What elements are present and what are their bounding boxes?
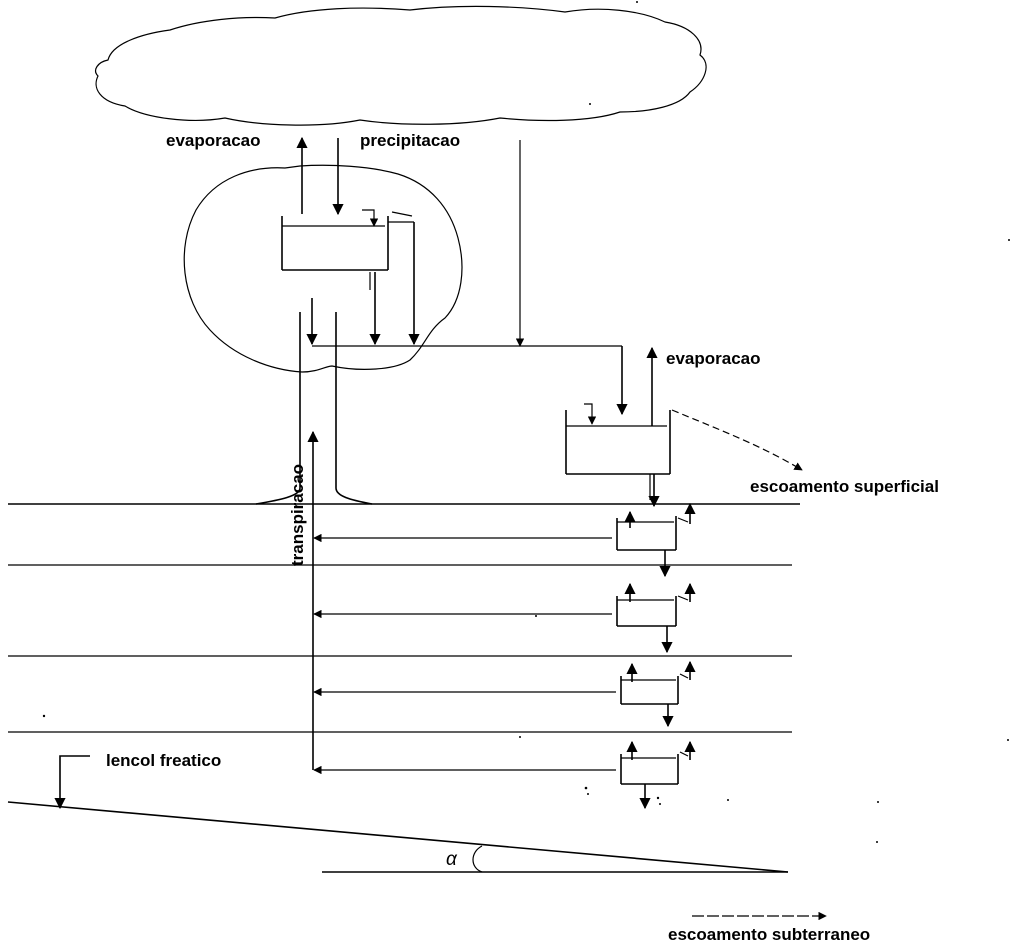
soil-reservoir bbox=[616, 582, 696, 654]
water-table-pointer bbox=[54, 755, 90, 810]
cloud-shape bbox=[95, 5, 707, 126]
soil-reservoir bbox=[620, 740, 696, 810]
tree-trunk bbox=[255, 312, 373, 505]
subsurface-runoff-label: escoamento subterraneo bbox=[668, 925, 870, 944]
soil-reservoir bbox=[620, 660, 696, 728]
transpiration-label: transpiracao bbox=[288, 464, 307, 566]
angle-arc bbox=[472, 845, 483, 873]
tree-canopy bbox=[183, 164, 463, 373]
alpha-label: α bbox=[446, 849, 458, 870]
precipitation-label: precipitacao bbox=[360, 131, 460, 150]
evaporation-top-label: evaporacao bbox=[166, 131, 261, 150]
surface-reservoir bbox=[565, 403, 671, 475]
water-table-line bbox=[7, 801, 789, 873]
canopy-reservoir bbox=[281, 216, 414, 271]
water-table-label: lencol freatico bbox=[106, 751, 221, 770]
overflow-tick bbox=[391, 211, 413, 217]
surface-runoff-label: escoamento superficial bbox=[750, 477, 939, 496]
surface-runoff-arrow bbox=[671, 409, 803, 471]
overflow-tick bbox=[362, 209, 379, 227]
evaporation-right-label: evaporacao bbox=[666, 349, 761, 368]
scan-specks bbox=[42, 1, 1010, 843]
soil-reservoir bbox=[616, 502, 696, 578]
